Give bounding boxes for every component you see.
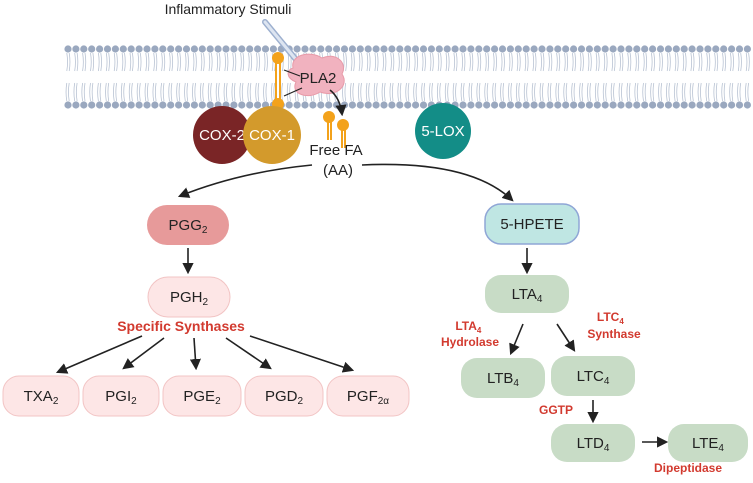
- pgg2-label: PGG2: [169, 217, 208, 236]
- synthase-arrows: [55, 335, 355, 374]
- pla2-label: PLA2: [300, 70, 337, 87]
- ltc4-synthase-label: LTC4 Synthase: [587, 310, 641, 341]
- pgg2-node: [147, 205, 229, 245]
- aa-label: (AA): [323, 162, 353, 179]
- inflammatory-stimuli-label: Inflammatory Stimuli: [165, 1, 292, 17]
- 5-hpete-label: 5-HPETE: [500, 216, 563, 233]
- ltd4-label: LTD4: [577, 435, 610, 454]
- 5-lox-label: 5-LOX: [421, 123, 464, 140]
- arrow-lta4-to-ltc4: [556, 323, 576, 352]
- arrow-lta4-to-ltb4: [509, 323, 524, 356]
- arrow-to-pgg2: [177, 164, 313, 198]
- product-label: PGF2α: [347, 388, 389, 407]
- cox1-label: COX-1: [249, 127, 295, 144]
- product-label: TXA2: [24, 388, 59, 407]
- pgh2-label: PGH2: [170, 289, 209, 308]
- lte4-label: LTE4: [692, 435, 724, 454]
- arrow-to-hpete: [361, 163, 514, 202]
- product-label: PGI2: [105, 388, 137, 407]
- cox2-enzyme: [193, 106, 251, 164]
- ltb4-label: LTB4: [487, 370, 519, 389]
- pgh2-node: [147, 276, 231, 318]
- cell-membrane: [64, 45, 752, 109]
- product-node: PGF2α: [326, 375, 410, 417]
- phospholipid-left: [272, 52, 284, 110]
- product-label: PGE2: [183, 388, 221, 407]
- 5-lox-enzyme: [415, 103, 471, 159]
- product-node: TXA2: [2, 375, 80, 417]
- product-node: PGI2: [82, 375, 160, 417]
- cox2-label: COX-2: [199, 127, 245, 144]
- 5-hpete-node: [484, 203, 580, 245]
- product-node: PGE2: [162, 375, 242, 417]
- lte4-node: [668, 424, 748, 462]
- ltd4-node: [551, 424, 635, 462]
- lta4-label: LTA4: [512, 286, 543, 305]
- ltb4-node: [461, 358, 545, 398]
- dipeptidase-label: Dipeptidase: [654, 461, 722, 475]
- pla2-release-arrow: [329, 89, 347, 117]
- free-fa-label: Free FA: [309, 142, 362, 159]
- free-fatty-acid-molecules: [323, 111, 349, 148]
- ggtp-label: GGTP: [539, 403, 573, 417]
- product-node: PGD2: [244, 375, 324, 417]
- cox1-enzyme: [243, 106, 301, 164]
- lta4-node: [485, 275, 569, 313]
- ltc4-label: LTC4: [577, 368, 610, 387]
- pla2-enzyme: PLA2: [287, 53, 345, 97]
- prostanoid-products: TXA2 PGI2 PGE2 PGD2 PGF2α: [2, 375, 410, 417]
- ltc4-node: [551, 356, 635, 396]
- specific-synthases-label: Specific Synthases: [117, 318, 245, 334]
- product-label: PGD2: [265, 388, 304, 407]
- lta4-hydrolase-label: LTA4 Hydrolase: [441, 319, 499, 349]
